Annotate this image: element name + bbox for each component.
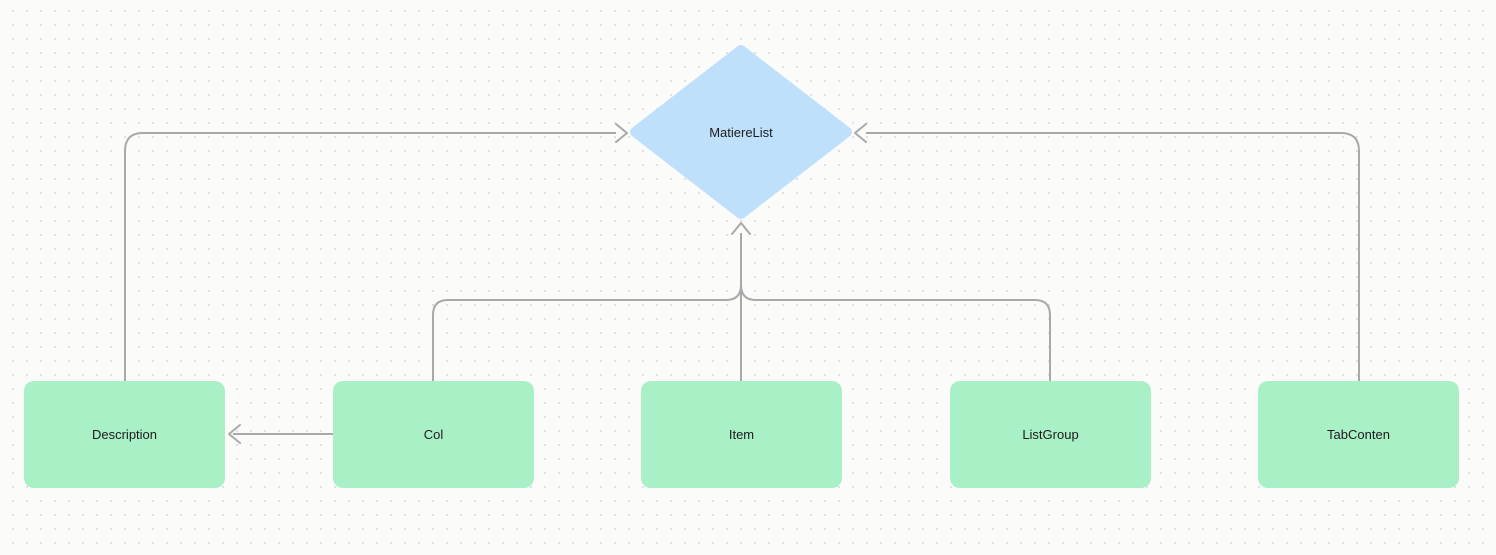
edge-listgroup-to-matierelist[interactable] — [740, 284, 1051, 381]
arrowhead-up-icon — [731, 222, 751, 235]
node-label: TabConten — [1327, 427, 1390, 442]
arrowhead-left-icon — [854, 123, 867, 143]
node-description[interactable]: Description — [24, 381, 225, 488]
node-matierelist[interactable] — [630, 45, 852, 219]
node-tabconten[interactable]: TabConten — [1258, 381, 1459, 488]
arrowhead-right-icon — [615, 123, 628, 143]
node-item[interactable]: Item — [641, 381, 842, 488]
edge-col-to-matierelist[interactable] — [432, 284, 742, 381]
node-label: Item — [728, 427, 755, 442]
diamond-shape — [630, 45, 852, 219]
edge-description-to-matierelist[interactable] — [124, 123, 628, 381]
node-label: ListGroup — [1022, 427, 1079, 442]
edge-item-to-matierelist[interactable] — [731, 222, 751, 381]
edge-tabconten-to-matierelist[interactable] — [854, 123, 1360, 381]
arrowhead-left-icon — [228, 424, 241, 444]
node-matierelist-label-wrap: MatiereList — [631, 117, 851, 147]
node-label: Description — [91, 427, 158, 442]
node-label: MatiereList — [709, 124, 773, 140]
node-col[interactable]: Col — [333, 381, 534, 488]
node-label: Col — [423, 427, 444, 442]
edge-col-to-description[interactable] — [228, 424, 333, 444]
node-listgroup[interactable]: ListGroup — [950, 381, 1151, 488]
